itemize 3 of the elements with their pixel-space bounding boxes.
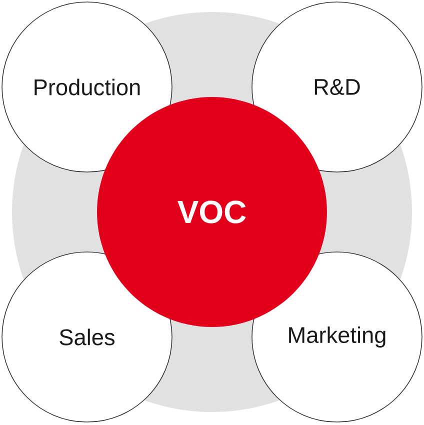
- node-label: R&D: [314, 79, 360, 95]
- node-label: Marketing: [289, 326, 386, 348]
- node-label: Sales: [60, 328, 115, 346]
